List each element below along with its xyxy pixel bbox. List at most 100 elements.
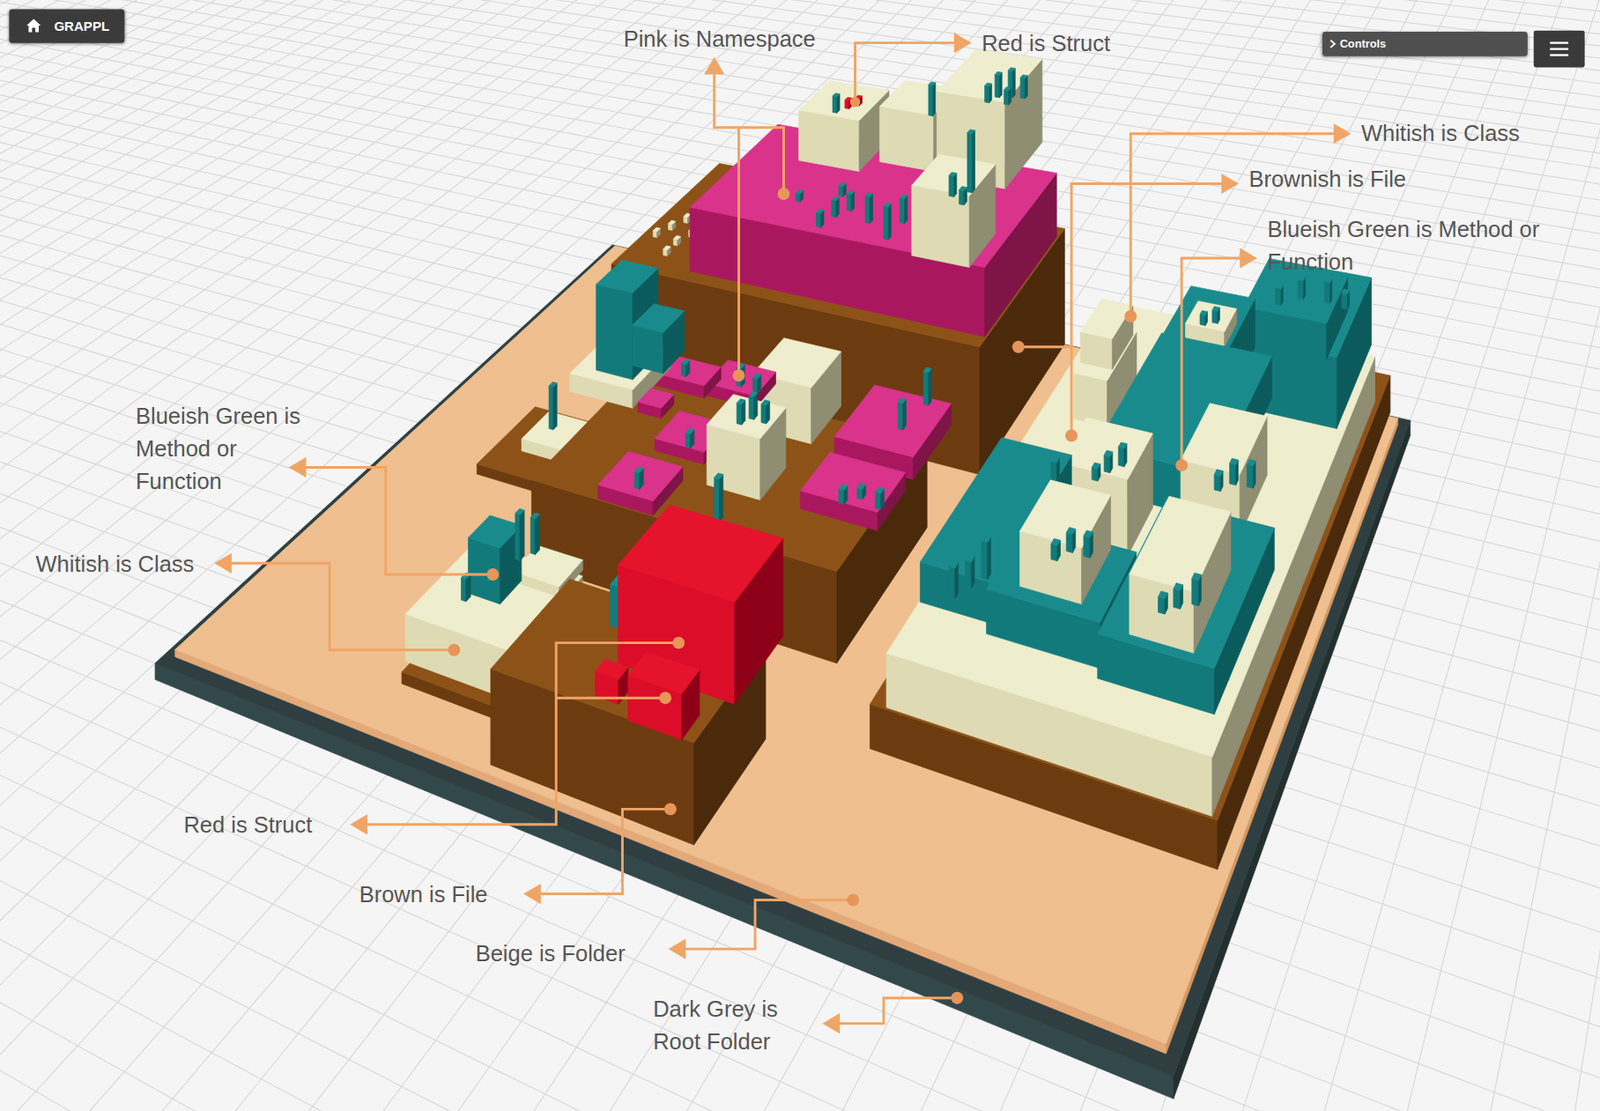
method-bar [857, 482, 867, 489]
method-bar [857, 488, 863, 500]
class-block [673, 238, 678, 246]
leader-line [1018, 345, 1072, 349]
method-bar [875, 491, 882, 510]
method-bar [981, 540, 988, 580]
method-bar [816, 212, 822, 228]
grid-line [0, 0, 760, 1]
method-bar [869, 193, 873, 224]
method-bar [832, 96, 838, 113]
method-bar [1118, 442, 1127, 449]
method-bar [714, 477, 720, 522]
leader-line [226, 562, 454, 650]
method-bar [1324, 281, 1330, 304]
method-block [596, 284, 633, 380]
city-blocks [155, 49, 1411, 1099]
method-bar [1212, 310, 1218, 324]
grid-line [0, 0, 1349, 930]
method-bar [838, 182, 846, 186]
class-block [668, 220, 676, 224]
method-bar [1229, 458, 1239, 465]
leader-line [1181, 258, 1245, 466]
method-bar [1004, 89, 1009, 105]
method-bar [897, 398, 906, 404]
struct-block [628, 651, 700, 695]
method-bar [460, 577, 466, 602]
method-bar [1004, 87, 1012, 91]
method-bar [865, 192, 873, 198]
method-bar [1229, 463, 1237, 486]
method-bar [1083, 535, 1090, 558]
method-bar [967, 133, 973, 193]
method-block [596, 259, 659, 293]
method-bar [816, 208, 824, 214]
method-bar [515, 513, 520, 562]
method-bar [1051, 456, 1060, 463]
method-bar [999, 72, 1002, 98]
method-bar [928, 81, 936, 86]
leader-lines [226, 43, 1339, 1024]
method-bar [1341, 292, 1348, 310]
class-block [668, 223, 674, 231]
leader-dot [950, 992, 963, 1005]
method-bar [846, 193, 852, 211]
arrowhead [703, 57, 725, 75]
grid-line [0, 0, 830, 58]
grid-line [0, 0, 1600, 229]
method-bar [899, 194, 907, 200]
method-bar [795, 189, 803, 193]
callout-label: Red is Struct [981, 27, 1111, 60]
method-bar [634, 471, 639, 489]
method-bar [1103, 450, 1113, 457]
class-block [1059, 417, 1154, 480]
method-bar [1214, 469, 1223, 476]
method-bar [1192, 572, 1202, 581]
grid-line [0, 0, 1474, 1111]
grid-line [0, 0, 1002, 232]
method-bar [904, 195, 908, 224]
method-bar [883, 206, 889, 240]
arrowhead [954, 32, 972, 53]
grid-line [0, 0, 1600, 110]
menu-icon-bar [1549, 47, 1569, 50]
class-block [1129, 496, 1231, 592]
leader-dot [486, 568, 499, 581]
grid-line [125, 0, 1600, 1111]
leader-line [301, 466, 494, 575]
method-bar [1020, 77, 1025, 99]
grid-line [0, 0, 1403, 1111]
method-bar [948, 566, 956, 600]
method-bar [1275, 283, 1283, 289]
method-bar [548, 385, 554, 430]
method-bar [846, 191, 854, 195]
grid-line [0, 0, 1417, 1111]
class-block [936, 49, 1043, 103]
arrowhead [288, 457, 307, 478]
leader-dot [664, 802, 677, 815]
leader-line [535, 808, 671, 894]
method-bar [1324, 277, 1332, 282]
grid-line [0, 0, 1282, 737]
method-bar [515, 508, 525, 515]
leader-line [680, 899, 853, 949]
chevron-shape [1330, 40, 1335, 48]
grid-line [0, 0, 1503, 1111]
class-block [911, 185, 970, 267]
method-bar [965, 555, 975, 563]
controls-panel: Controls [1322, 31, 1528, 57]
method-bar [1158, 597, 1166, 615]
method-bar [903, 399, 906, 430]
class-block [683, 213, 691, 217]
method-bar [832, 93, 840, 97]
method-bar [748, 395, 755, 420]
method-bar [994, 74, 1000, 98]
grid-line [0, 0, 1600, 23]
leader-dot [659, 691, 672, 704]
method-bar [831, 200, 837, 218]
method-bar [1118, 446, 1125, 467]
method-bar [1297, 275, 1305, 281]
method-bar [985, 82, 993, 87]
class-block [799, 110, 860, 171]
file-block [869, 317, 1390, 821]
callout-label: Brown is File [359, 878, 489, 912]
